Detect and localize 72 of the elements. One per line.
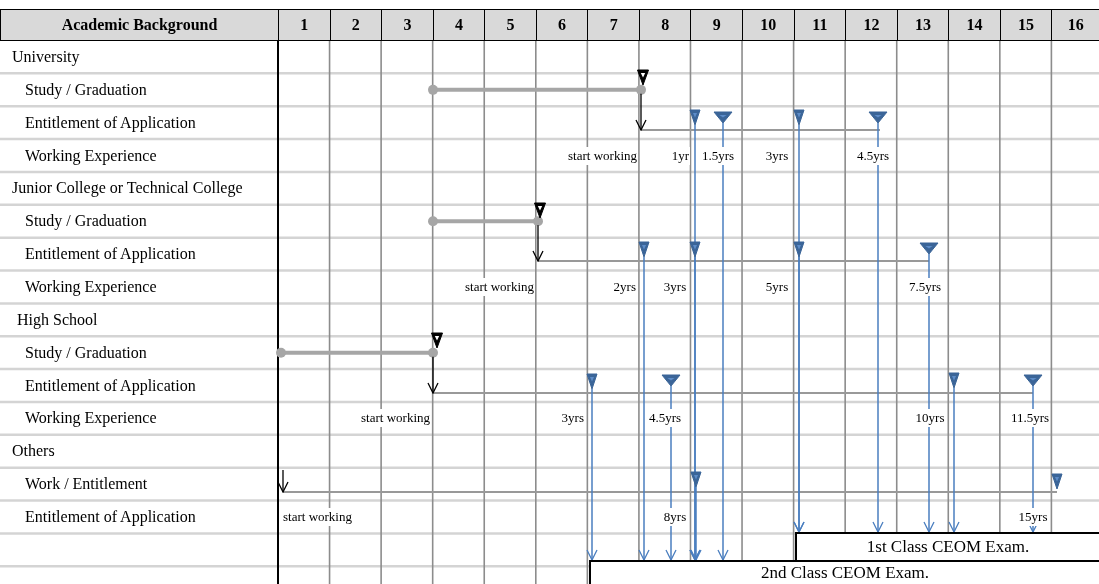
duration-label: 1yr [670, 146, 690, 165]
column-header: 11 [793, 9, 847, 41]
duration-label: 4.5yrs [647, 409, 683, 428]
row-label: Working Experience [25, 278, 157, 296]
entitlement-marker [689, 109, 701, 126]
entitlement-marker [661, 374, 681, 387]
entitlement-marker [1051, 473, 1063, 490]
duration-label: 7.5yrs [907, 278, 943, 296]
row-label: Entitlement of Application [25, 113, 196, 132]
column-header: 6 [535, 9, 589, 41]
arrow [689, 256, 701, 561]
entitlement-marker [948, 372, 960, 389]
column-header: 9 [690, 9, 743, 41]
column-header: 15 [999, 9, 1053, 41]
arrow [717, 122, 729, 561]
exam-bar: 2nd Class CEOM Exam. [589, 560, 1099, 584]
duration-label: 10yrs [914, 409, 946, 428]
arrow [690, 486, 702, 561]
column-header: 8 [638, 9, 692, 41]
row-label: Entitlement of Application [25, 508, 196, 527]
category-label: Junior College or Technical College [12, 179, 243, 198]
entitlement-marker [690, 471, 702, 488]
entitlement-marker [713, 111, 733, 124]
duration-label: 11.5yrs [1009, 409, 1051, 428]
entitlement-marker [586, 373, 598, 390]
column-header: 10 [742, 9, 795, 41]
column-header: 12 [845, 9, 898, 41]
column-header: 7 [587, 9, 640, 41]
arrow [872, 122, 884, 533]
row-label: Study / Graduation [25, 80, 147, 99]
column-header: 4 [432, 9, 486, 41]
arrow [586, 388, 598, 561]
entitlement-marker [638, 241, 650, 258]
duration-label: 8yrs [662, 508, 688, 527]
column-header: 14 [948, 9, 1001, 41]
column-header: 16 [1051, 9, 1099, 41]
row-label: Working Experience [25, 146, 157, 165]
column-header: 1 [278, 9, 331, 41]
row-label: Study / Graduation [25, 343, 147, 362]
duration-label: 1.5yrs [700, 146, 736, 165]
column-header: Academic Background [0, 9, 279, 41]
graduation-marker [534, 202, 546, 219]
arrow [638, 256, 650, 561]
arrow [948, 387, 960, 533]
entitlement-marker [689, 241, 701, 258]
graduation-marker [637, 69, 649, 86]
column-header: 3 [381, 9, 434, 41]
exam-bar: 1st Class CEOM Exam. [795, 532, 1099, 560]
timeline-label: start working [282, 508, 353, 527]
entitlement-marker [793, 241, 805, 258]
arrow [793, 256, 805, 533]
column-header: 2 [329, 9, 383, 41]
timeline-label: start working [567, 146, 638, 165]
category-label: Others [12, 442, 55, 461]
column-header: 13 [896, 9, 950, 41]
timeline-label: start working [464, 278, 535, 296]
row-label: Entitlement of Application [25, 245, 196, 264]
row-label: Entitlement of Application [25, 376, 196, 395]
row-label: Study / Graduation [25, 212, 147, 231]
entitlement-marker [919, 242, 939, 255]
graduation-marker [431, 332, 443, 349]
entitlement-marker [1023, 374, 1043, 387]
row-label: Work / Entitlement [25, 475, 148, 494]
duration-label: 4.5yrs [855, 146, 891, 165]
category-label: University [12, 48, 80, 66]
row-label: Working Experience [25, 409, 157, 428]
entitlement-marker [868, 111, 888, 124]
duration-label: 15yrs [1017, 508, 1049, 527]
entitlement-marker [793, 109, 805, 126]
category-label: High School [17, 310, 98, 329]
column-header: 5 [484, 9, 537, 41]
timeline-label: start working [360, 409, 431, 428]
